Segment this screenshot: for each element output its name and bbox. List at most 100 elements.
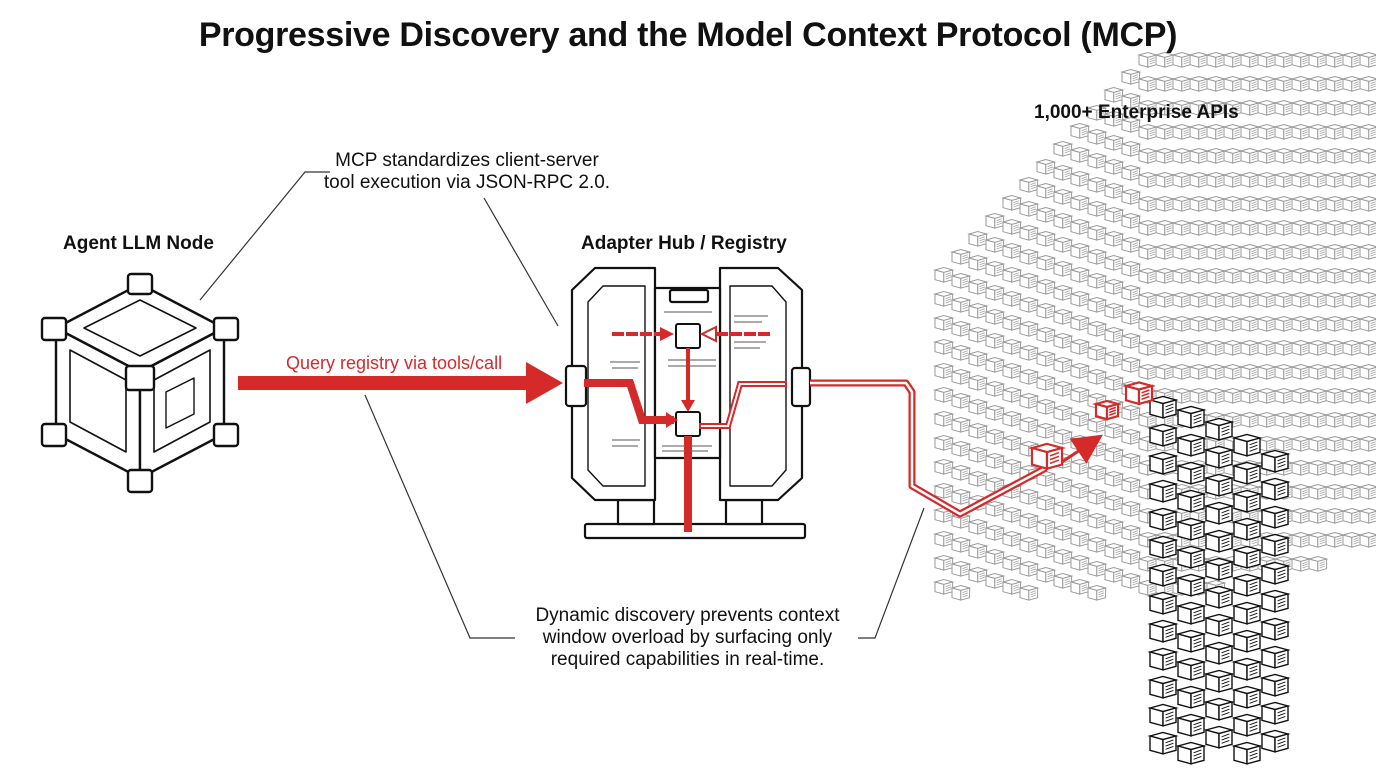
api-cube [1307,316,1329,332]
api-cube [1259,449,1291,473]
api-cube [1222,148,1244,164]
hub-leg-left [616,498,656,526]
hub-decor-marks [610,311,768,452]
api-cube [1273,52,1295,68]
api-cube [1035,183,1057,199]
api-cube [1231,741,1263,765]
api-cube [1256,244,1278,260]
api-cube [1086,273,1108,289]
api-cube [1341,244,1363,260]
api-cube [1259,533,1291,557]
api-cube [1001,219,1023,235]
api-cube [1018,585,1040,601]
api-cube [1188,340,1210,356]
api-cube [1203,669,1235,693]
api-cube [984,405,1006,421]
api-cube [1175,545,1207,569]
api-cube [1137,124,1159,140]
api-cube [1086,561,1108,577]
api-cube [950,489,972,505]
api-cube [1154,220,1176,236]
api-cube [967,423,989,439]
api-cube [1052,213,1074,229]
api-cube [1052,357,1074,373]
api-cube [1290,268,1312,284]
api-cube [1239,292,1261,308]
api-cube [1137,148,1159,164]
api-cube [1358,484,1376,500]
api-cube [1290,460,1312,476]
api-cube [1222,76,1244,92]
api-cube [1188,364,1210,380]
api-cube [1222,388,1244,404]
api-cube [1358,316,1376,332]
api-cube [1231,489,1263,513]
api-cube [1358,340,1376,356]
api-cube [1222,244,1244,260]
api-cube [1307,220,1329,236]
api-cube [933,411,955,427]
cube-corner-top [126,272,154,296]
api-cube [1018,321,1040,337]
api-cube [1154,244,1176,260]
api-cube [967,255,989,271]
api-cube [1290,388,1312,404]
api-cube [1307,556,1329,572]
api-cube [1120,93,1142,109]
leader-discovery-right [858,507,925,639]
cube-corner-right [212,316,240,342]
api-cube [1256,340,1278,356]
api-cube [1086,249,1108,265]
api-cube [1035,255,1057,271]
api-cube [1154,172,1176,188]
api-cube [950,585,972,601]
api-cube [1069,123,1091,139]
api-cube [1001,267,1023,283]
api-cube [1273,148,1295,164]
hub-red-flow [584,325,787,532]
api-cube [1324,52,1346,68]
api-cube [1324,148,1346,164]
api-cube [1001,531,1023,547]
api-cube [1103,447,1125,463]
api-cube [1120,261,1142,277]
api-cube [1035,567,1057,583]
api-cube [1147,451,1179,475]
api-cube [1231,629,1263,653]
api-cube [933,315,955,331]
api-cube [1205,76,1227,92]
api-cube [1341,220,1363,236]
api-cube [1103,375,1125,391]
api-cube [1290,484,1312,500]
api-cube [1273,244,1295,260]
hub-label: Adapter Hub / Registry [581,233,787,254]
api-cube [1256,316,1278,332]
api-cube [1341,124,1363,140]
api-cube [967,519,989,535]
api-cube [1358,196,1376,212]
api-cube [967,279,989,295]
api-cube [1307,484,1329,500]
api-cube [1086,105,1108,121]
api-cube [1239,172,1261,188]
api-cube [1103,519,1125,535]
api-cube [1290,436,1312,452]
api-cube [1137,244,1159,260]
api-cube [1231,685,1263,709]
api-cube [1324,364,1346,380]
query-arrow-shaft [238,376,528,390]
route-to-apis [810,379,1103,518]
api-cube [1222,196,1244,212]
api-cube [1256,268,1278,284]
api-cube [1324,388,1346,404]
api-cube [1154,292,1176,308]
cube-top-inner [83,299,197,357]
api-cube [1307,268,1329,284]
api-cube [950,537,972,553]
api-cube [1137,220,1159,236]
api-cube [1154,148,1176,164]
hub-outbound-path-inner [701,383,785,427]
api-cube [1307,388,1329,404]
api-cube [1086,153,1108,169]
leader-mcp-right [483,197,559,327]
